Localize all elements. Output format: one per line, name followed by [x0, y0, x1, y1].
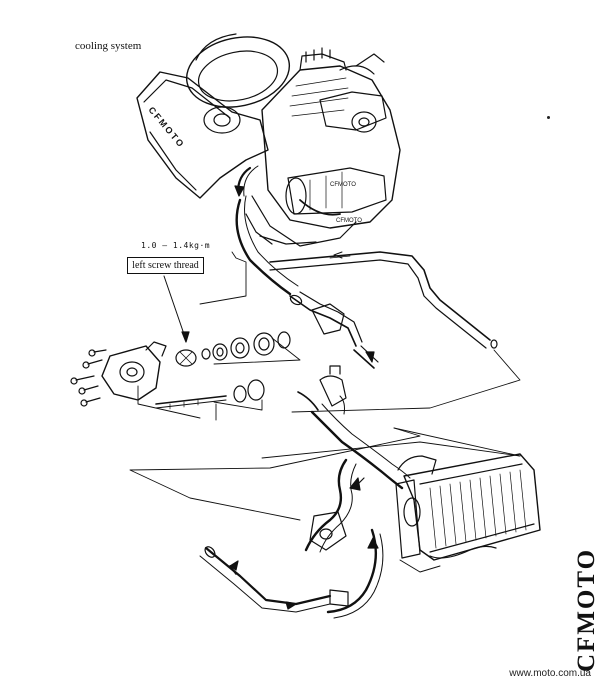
engine-drawing: CFMOTO CFMOTO CFMOTO — [136, 33, 498, 369]
page-title: cooling system — [75, 40, 142, 52]
crankcase-lettering: CFMOTO — [336, 218, 362, 224]
leader-lines-lower — [129, 403, 521, 521]
watermark-url: www.moto.com.ua — [509, 668, 591, 679]
casing-lettering: CFMOTO — [146, 105, 186, 150]
thread-callout-box: left screw thread — [127, 257, 204, 274]
scan-dot — [547, 116, 550, 119]
leader-lines — [137, 251, 521, 419]
starter-lettering: CFMOTO — [330, 182, 356, 188]
radiator-drawing — [199, 365, 541, 619]
water-pump-exploded-view — [70, 275, 291, 410]
brand-text: CFMOTO — [573, 547, 595, 672]
torque-spec-label: 1.0 — 1.4kg·m — [141, 241, 211, 250]
brand-logo: CFMOTO — [540, 548, 595, 675]
